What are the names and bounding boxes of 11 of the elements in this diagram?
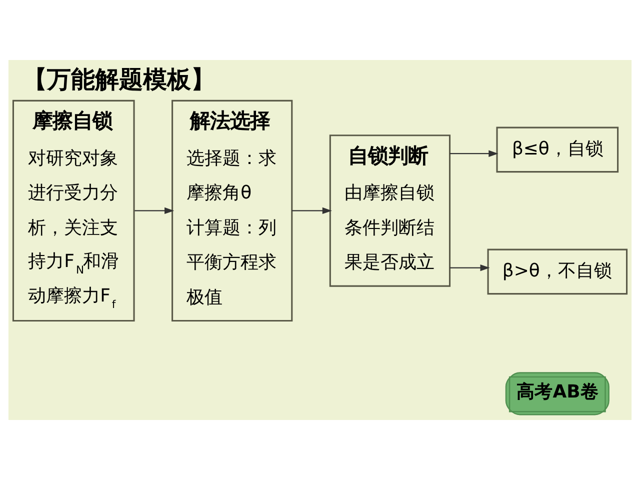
arrow <box>450 264 490 272</box>
node-box: 自锁判断 由摩擦自锁条件判断结果是否成立 <box>329 134 451 287</box>
arrow <box>292 207 332 214</box>
arrow <box>134 207 174 214</box>
diagram-title: 【万能解题模板】 <box>22 66 215 94</box>
node-box: 摩擦自锁 对研究对象进行受力分析，关注支持力F$_{N}$和滑动摩擦力F$_{f}$ <box>12 100 135 322</box>
node-box: 解法选择 选择题：求摩擦角θ 计算题：列平衡方程求极值 <box>172 100 293 322</box>
label: 高考AB卷 <box>516 381 598 402</box>
node-box: β>θ，不自锁 <box>487 248 628 295</box>
node-box: β≤θ，自锁 <box>496 126 619 173</box>
arrow <box>450 150 498 157</box>
